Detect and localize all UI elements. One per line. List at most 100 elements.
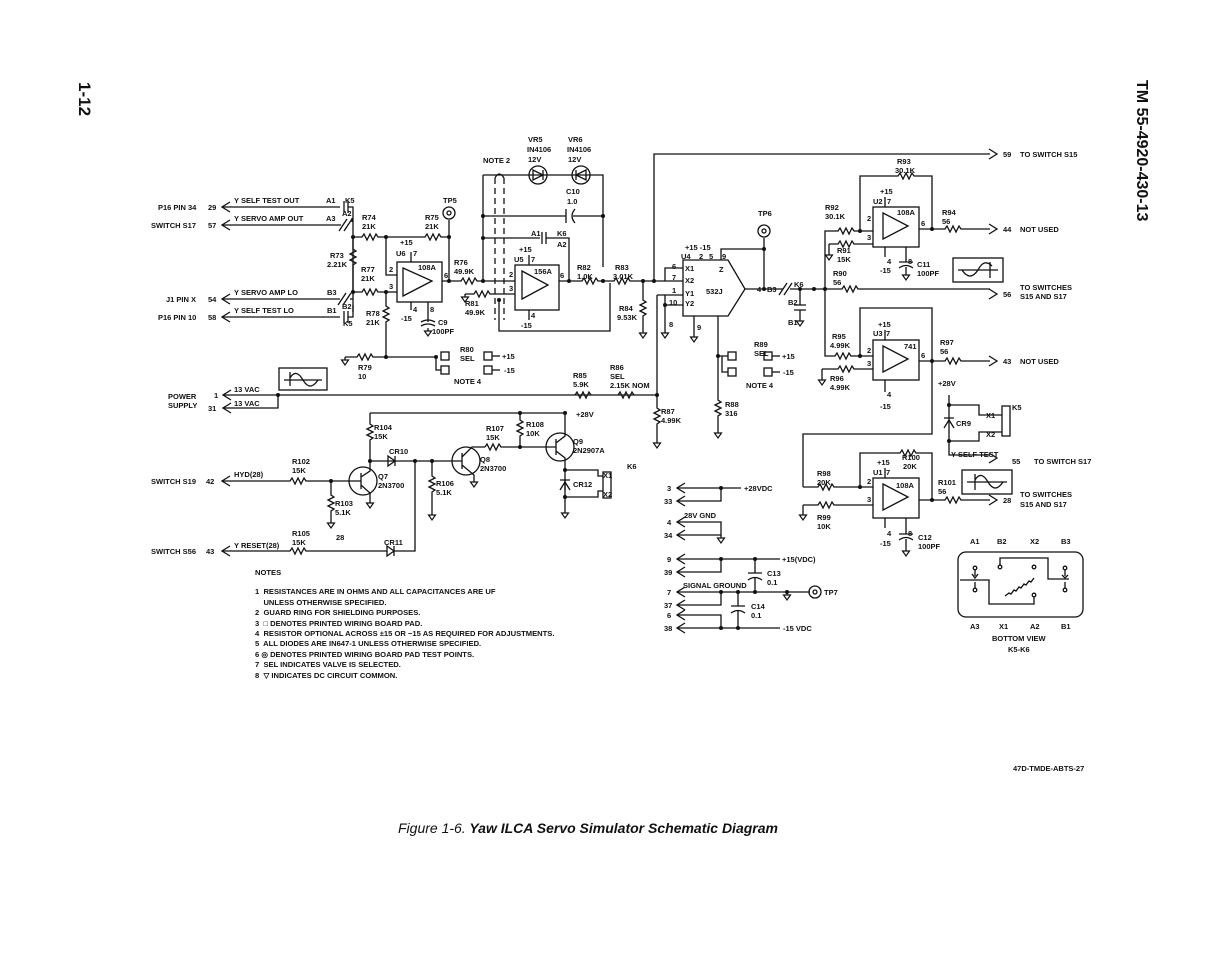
u5-pin: 6 bbox=[560, 271, 564, 280]
r75-value: 21K bbox=[425, 222, 439, 231]
u2-pin: 3 bbox=[867, 233, 871, 242]
relay-bottom-view bbox=[957, 551, 1084, 618]
y-self-test-label: Y SELF TEST bbox=[951, 450, 999, 459]
relay-label: B2 bbox=[342, 302, 352, 311]
output-dest: TO SWITCHES bbox=[1020, 490, 1072, 499]
connector-pin: 54 bbox=[208, 295, 217, 304]
r95-value: 4.99K bbox=[830, 341, 851, 350]
r76-ref: R76 bbox=[454, 258, 468, 267]
u6-pin: 3 bbox=[389, 282, 393, 291]
u2-pin: 8 bbox=[908, 257, 912, 266]
c14-value: 0.1 bbox=[751, 611, 761, 620]
r74-ref: R74 bbox=[362, 213, 377, 222]
u2-type: 108A bbox=[897, 208, 916, 217]
r77-value: 21K bbox=[361, 274, 375, 283]
relay-label: A2 bbox=[342, 209, 352, 218]
r98-ref: R98 bbox=[817, 469, 831, 478]
tp5-label: TP5 bbox=[443, 196, 457, 205]
u4-pin: 2 bbox=[699, 252, 703, 261]
u4-pin: 1 bbox=[672, 286, 676, 295]
u3-vminus: -15 bbox=[880, 402, 891, 411]
relay-pin-label: A3 bbox=[970, 622, 980, 631]
pwr-pin: 38 bbox=[664, 624, 672, 633]
output-dest: TO SWITCHES bbox=[1020, 283, 1072, 292]
notes-block: NOTES 1 RESISTANCES ARE IN OHMS AND ALL … bbox=[255, 568, 554, 681]
q8-part: 2N3700 bbox=[480, 464, 506, 473]
output-dest: S15 AND S17 bbox=[1020, 500, 1067, 509]
u4-input: X1 bbox=[685, 264, 694, 273]
note-item: 7 SEL INDICATES VALVE IS SELECTED. bbox=[255, 660, 401, 670]
u4-pin: 8 bbox=[669, 320, 673, 329]
r97-ref: R97 bbox=[940, 338, 954, 347]
u4-pin: 9 bbox=[722, 252, 726, 261]
switch-dest: SWITCH S19 bbox=[151, 477, 196, 486]
relay-contact: B3 bbox=[327, 288, 337, 297]
r80-ref: R80 bbox=[460, 345, 474, 354]
u4-pin: 4 bbox=[757, 285, 762, 294]
u5-stage bbox=[460, 165, 656, 339]
c9-ref: C9 bbox=[438, 318, 448, 327]
c9-value: 100PF bbox=[432, 327, 455, 336]
relay-label: B3 bbox=[767, 285, 777, 294]
drawing-reference: 47D-TMDE-ABTS-27 bbox=[1013, 764, 1085, 773]
r93-ref: R93 bbox=[897, 157, 911, 166]
u4-pin: 6 bbox=[672, 262, 676, 271]
relay-pin-label: X2 bbox=[1030, 537, 1039, 546]
relay-label: K6 bbox=[627, 462, 637, 471]
u4-output: Z bbox=[719, 265, 724, 274]
connector-pin: 58 bbox=[208, 313, 216, 322]
r96-value: 4.99K bbox=[830, 383, 851, 392]
k5-coil bbox=[943, 395, 1011, 464]
u4-input: X2 bbox=[685, 276, 694, 285]
u2-vminus: -15 bbox=[880, 266, 891, 275]
pwr-pin: 7 bbox=[667, 588, 671, 597]
transistor-section bbox=[221, 411, 612, 558]
relay-contact: A3 bbox=[326, 214, 336, 223]
ground28-label: 28 bbox=[336, 533, 344, 542]
vr5-voltage: 12V bbox=[528, 155, 541, 164]
r76-value: 49.9K bbox=[454, 267, 475, 276]
output-pin: 56 bbox=[1003, 290, 1011, 299]
r96-ref: R96 bbox=[830, 374, 844, 383]
minus15vdc-label: -15 VDC bbox=[783, 624, 812, 633]
connector-signal: Y SERVO AMP LO bbox=[234, 288, 298, 297]
vr5-part: IN4106 bbox=[527, 145, 551, 154]
power-pin: 31 bbox=[208, 404, 216, 413]
c11-ref: C11 bbox=[917, 260, 930, 269]
u1-pin: 3 bbox=[867, 495, 871, 504]
r106-ref: R106 bbox=[436, 479, 454, 488]
labels: P16 PIN 34 29 Y SELF TEST OUT A1 SWITCH … bbox=[151, 135, 1091, 654]
r91-value: 15K bbox=[837, 255, 851, 264]
relay-pin-label: A2 bbox=[1030, 622, 1040, 631]
plus15-label: +15 bbox=[782, 352, 795, 361]
connector-dest: SWITCH S17 bbox=[151, 221, 196, 230]
r84-value: 9.53K bbox=[617, 313, 638, 322]
u4-input: Y2 bbox=[685, 299, 694, 308]
note-item: 1 RESISTANCES ARE IN OHMS AND ALL CAPACI… bbox=[255, 587, 496, 597]
u1-vplus: +15 bbox=[877, 458, 890, 467]
c12-ref: C12 bbox=[918, 533, 932, 542]
c10-value: 1.0 bbox=[567, 197, 577, 206]
r108-ref: R108 bbox=[526, 420, 544, 429]
r94-ref: R94 bbox=[942, 208, 957, 217]
figure-title: Yaw ILCA Servo Simulator Schematic Diagr… bbox=[469, 820, 778, 836]
note4-label: NOTE 4 bbox=[454, 377, 482, 386]
vr5-ref: VR5 bbox=[528, 135, 543, 144]
r107-ref: R107 bbox=[486, 424, 504, 433]
relay-label: X1 bbox=[603, 471, 612, 480]
pwr-pin: 34 bbox=[664, 531, 673, 540]
r73-value: 2.21K bbox=[327, 260, 348, 269]
connector-pin: 57 bbox=[208, 221, 216, 230]
r86-sel: SEL bbox=[610, 372, 625, 381]
r84-ref: R84 bbox=[619, 304, 634, 313]
plus15-label: +15 bbox=[502, 352, 515, 361]
connector-dest: J1 PIN X bbox=[166, 295, 196, 304]
u3-pin: 4 bbox=[887, 390, 892, 399]
vr6-ref: VR6 bbox=[568, 135, 583, 144]
u1-pin: 4 bbox=[887, 529, 892, 538]
relay-contact: A1 bbox=[326, 196, 336, 205]
relay-label: A1 bbox=[531, 229, 541, 238]
r101-value: 56 bbox=[938, 487, 946, 496]
q7-ref: Q7 bbox=[378, 472, 388, 481]
minus15-label: -15 bbox=[504, 366, 515, 375]
